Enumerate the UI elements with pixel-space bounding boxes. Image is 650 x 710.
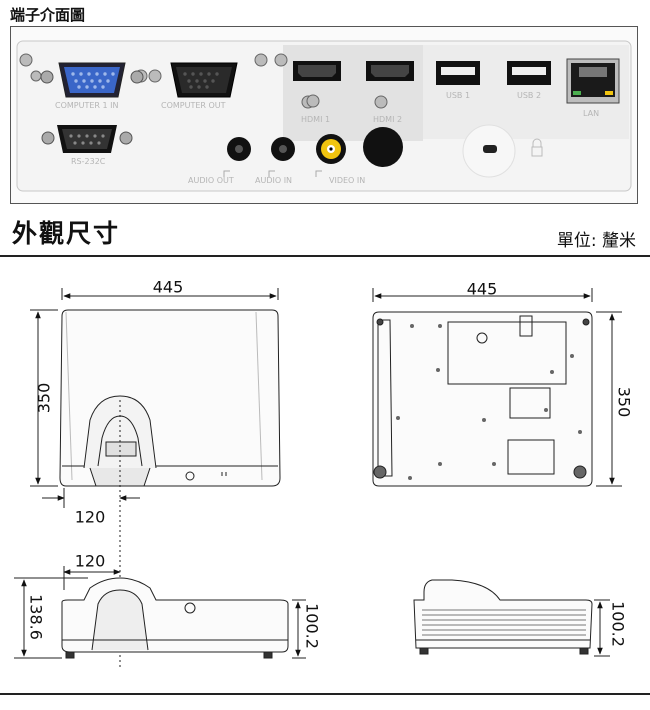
- lan-port-icon: [566, 58, 620, 104]
- dimensions-title: 外觀尺寸: [12, 219, 121, 248]
- usb2-port-icon: [507, 61, 551, 85]
- port-label-video-in: VIDEO IN: [329, 176, 366, 185]
- terminal-interface-title: 端子介面圖: [10, 6, 86, 24]
- dim-front-total-height: 138.6: [26, 594, 46, 640]
- port-label-hdmi2: HDMI 2: [373, 115, 403, 124]
- hdmi1-port-icon: [293, 61, 341, 108]
- divider-line: [0, 255, 650, 257]
- port-label-lan: LAN: [583, 109, 600, 118]
- vga-in-port-icon: [40, 62, 144, 98]
- dim-top-width: 445: [152, 277, 184, 297]
- bottom-view-drawing: [372, 311, 593, 487]
- dim-top-depth: 350: [34, 382, 54, 414]
- front-view-drawing: [61, 577, 289, 659]
- port-label-usb1: USB 1: [446, 91, 471, 100]
- dim-bottom-depth: 350: [614, 386, 634, 418]
- dim-bottom-width: 445: [466, 279, 498, 299]
- port-label-usb2: USB 2: [517, 91, 542, 100]
- port-label-computer-out: COMPUTER OUT: [161, 101, 226, 110]
- top-view-drawing: [59, 309, 281, 487]
- unit-label: 單位: 釐米: [556, 231, 636, 251]
- dim-side-body-height: 100.2: [608, 601, 628, 647]
- lock-symbol-icon: [531, 138, 543, 157]
- hdmi2-port-icon: [366, 61, 414, 81]
- connector-panel: COMPUTER 1 IN COMPUTER OUT RS-232C AUDIO…: [10, 26, 638, 204]
- vga-out-port-icon: [170, 62, 238, 98]
- audio-out-jack-icon: [227, 137, 251, 161]
- dim-front-body-height: 100.2: [302, 603, 322, 649]
- side-view-drawing: [413, 579, 593, 655]
- port-label-rs232c: RS-232C: [71, 157, 106, 166]
- audio-in-jack-icon: [271, 137, 295, 161]
- port-label-hdmi1: HDMI 1: [301, 115, 331, 124]
- dim-lens-offset-top: 120: [74, 507, 106, 527]
- port-label-computer-in: COMPUTER 1 IN: [55, 101, 119, 110]
- port-label-audio-out: AUDIO OUT: [188, 176, 234, 185]
- rs232c-port-icon: [41, 125, 133, 153]
- divider-line: [0, 693, 650, 695]
- video-in-rca-icon: [316, 134, 346, 164]
- connector-panel-drawing: [16, 40, 632, 192]
- port-label-audio-in: AUDIO IN: [255, 176, 293, 185]
- dim-lens-offset-front: 120: [74, 551, 106, 571]
- usb1-port-icon: [436, 61, 480, 85]
- port-cover-icon: [363, 127, 403, 167]
- security-lock-slot-icon: [462, 124, 516, 178]
